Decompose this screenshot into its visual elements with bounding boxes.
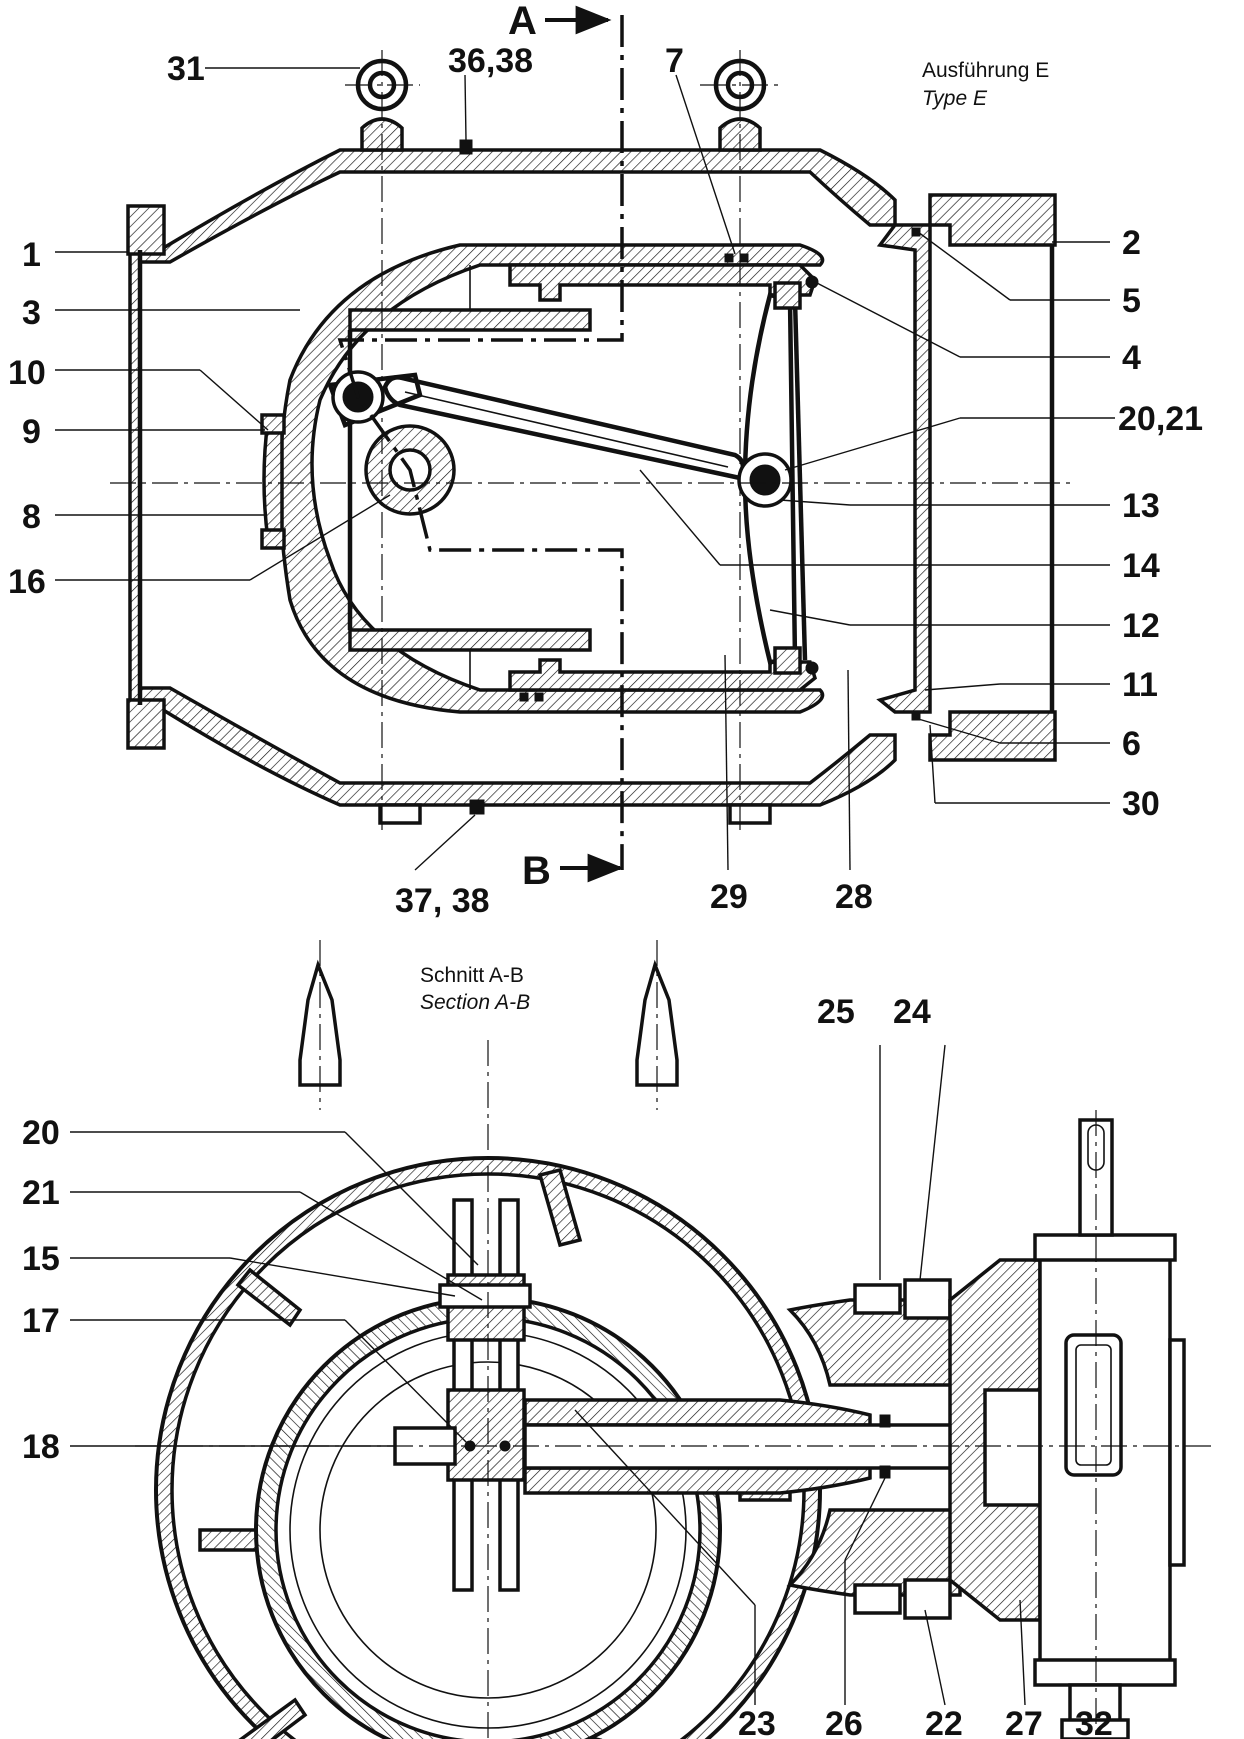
- foot-right: [728, 803, 772, 825]
- callout-leaders-bottom: [70, 1044, 1026, 1706]
- gearbox-window: [1064, 1333, 1123, 1477]
- callout-7: 7: [665, 42, 684, 80]
- gearbox-top-flange: [1033, 1233, 1177, 1262]
- outlet-flange-bottom: [928, 710, 1057, 762]
- section-title-de: Schnitt A-B: [420, 964, 524, 987]
- coupling: [983, 1388, 1042, 1507]
- callout-23: 23: [738, 1705, 776, 1739]
- callout-12: 12: [1122, 607, 1160, 645]
- cover-bolt-bottom: [260, 528, 286, 550]
- bonnet-bottom: [786, 1508, 962, 1597]
- callout-6: 6: [1122, 725, 1141, 763]
- callout-27: 27: [1005, 1705, 1043, 1739]
- front-cover: [262, 418, 284, 542]
- piston-sleeve-bottom: [508, 658, 818, 692]
- bonnet-top: [786, 1298, 962, 1387]
- gearbox-side-cover: [1168, 1338, 1186, 1567]
- callout-17: 17: [22, 1302, 60, 1340]
- callout-14: 14: [1122, 547, 1160, 585]
- callout-2: 2: [1122, 224, 1141, 262]
- piston-ring-bottom: [773, 646, 802, 675]
- gearbox-window-inner: [1075, 1344, 1112, 1466]
- shaft-housing-bottom: [523, 1466, 872, 1495]
- crank-hub: [446, 1388, 526, 1482]
- drain-plug-bottom: [469, 799, 485, 815]
- seal-ring-4: [805, 275, 819, 289]
- rib-upper-left: [235, 1267, 303, 1328]
- piston-pin-15: [438, 1283, 532, 1309]
- bolt-25-top: [853, 1283, 902, 1315]
- callout-15: 15: [22, 1240, 60, 1278]
- piston-face: [792, 299, 808, 661]
- callout-31: 31: [167, 50, 205, 88]
- callout-28: 28: [835, 878, 873, 916]
- seal-ring-lower: [805, 661, 819, 675]
- callout-32: 32: [1075, 1705, 1113, 1739]
- callout-24: 24: [893, 993, 931, 1031]
- guide-sleeve-top: [348, 308, 592, 332]
- callout-29: 29: [710, 878, 748, 916]
- callout-37-38: 37, 38: [395, 882, 490, 920]
- outlet-flange-top: [928, 193, 1057, 247]
- section-label-a: A: [508, 0, 537, 43]
- o-ring-7b: [739, 253, 749, 263]
- callout-21: 21: [22, 1174, 60, 1212]
- bolt-25-bottom: [853, 1583, 902, 1615]
- callout-3: 3: [22, 294, 41, 332]
- callout-22: 22: [925, 1705, 963, 1739]
- nut-22-bottom: [903, 1578, 952, 1620]
- piston-pin-20-21: [749, 464, 781, 496]
- seal-6: [911, 711, 921, 721]
- type-title-en: Type E: [922, 87, 988, 110]
- piston-ring-top: [773, 281, 802, 310]
- gearbox-bottom-flange: [1033, 1658, 1177, 1687]
- vent-plug-top: [459, 139, 473, 155]
- callout-20: 20: [22, 1114, 60, 1152]
- seat-ring: [876, 223, 932, 714]
- gasket-26-bottom: [879, 1465, 891, 1479]
- callout-leaders-top: [55, 67, 1115, 871]
- top-view-longitudinal-section: A B Ausführung E Type E: [8, 0, 1203, 920]
- lever-centerline: [404, 391, 729, 468]
- shaft-housing-top: [523, 1398, 872, 1427]
- inlet-flange-top: [126, 204, 166, 256]
- callout-13: 13: [1122, 487, 1160, 525]
- section-label-b: B: [522, 849, 551, 893]
- rib-upper: [537, 1167, 583, 1248]
- o-ring-lower-b: [534, 692, 544, 702]
- type-title-de: Ausführung E: [922, 59, 1049, 82]
- gearbox-housing: [1038, 1253, 1172, 1667]
- inlet-flange-bottom: [126, 698, 166, 750]
- section-line-a-b: [337, 15, 624, 870]
- section-title-en: Section A-B: [420, 991, 530, 1014]
- gasket-26-top: [879, 1414, 891, 1428]
- callout-26: 26: [825, 1705, 863, 1739]
- callout-20-21: 20,21: [1118, 400, 1203, 438]
- rib-lower-left: [238, 1697, 308, 1739]
- o-ring-7a: [724, 253, 734, 263]
- callout-25: 25: [817, 993, 855, 1031]
- seal-5: [911, 227, 921, 237]
- foot-left: [378, 803, 422, 825]
- callout-5: 5: [1122, 282, 1141, 320]
- callout-9: 9: [22, 413, 41, 451]
- callout-10: 10: [8, 354, 46, 392]
- callout-4: 4: [1122, 339, 1141, 377]
- piston-inner-outline: [319, 1361, 657, 1699]
- callout-1: 1: [22, 236, 41, 274]
- callout-18: 18: [22, 1428, 60, 1466]
- guide-sleeve-bottom: [348, 628, 592, 652]
- callout-36-38: 36,38: [448, 42, 533, 80]
- callout-30: 30: [1122, 785, 1160, 823]
- callout-11: 11: [1122, 666, 1158, 704]
- callout-16: 16: [8, 563, 46, 601]
- callout-8: 8: [22, 498, 41, 536]
- o-ring-lower-a: [519, 692, 529, 702]
- bottom-view-cross-section: Schnitt A-B Section A-B: [22, 940, 1212, 1739]
- nut-24-top: [903, 1278, 952, 1320]
- drain-nut: [1060, 1718, 1130, 1739]
- cover-bolt-top: [260, 413, 286, 435]
